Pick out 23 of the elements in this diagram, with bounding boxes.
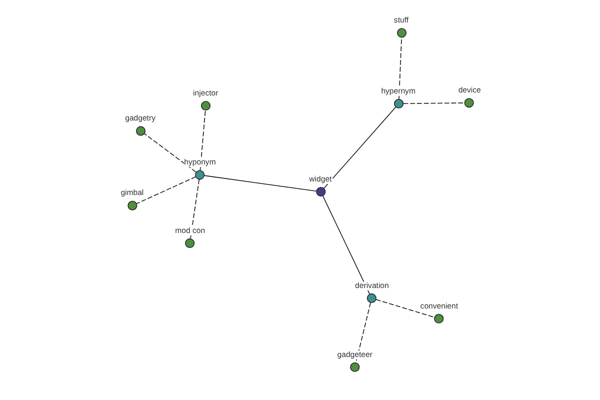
node-circle [434, 314, 444, 324]
node-circle [464, 98, 474, 108]
connector [322, 106, 396, 189]
node-circle [135, 126, 146, 136]
node-label: convenient [420, 301, 458, 310]
connector [402, 102, 464, 104]
node-circle [127, 200, 137, 210]
connector [398, 37, 402, 100]
connector [322, 195, 370, 295]
connector [375, 299, 434, 318]
node-label: injector [192, 88, 218, 98]
connector [144, 133, 196, 172]
node-label: gadgetry [124, 114, 155, 123]
connector [199, 110, 206, 171]
node-label: stuff [393, 16, 408, 25]
node-circle [396, 28, 406, 38]
node-label: gimbal [120, 188, 144, 198]
connector [355, 302, 370, 364]
node-label: device [458, 86, 480, 95]
connector [136, 176, 196, 204]
node-circle [200, 100, 210, 111]
connector [190, 179, 200, 239]
connector [204, 175, 316, 192]
